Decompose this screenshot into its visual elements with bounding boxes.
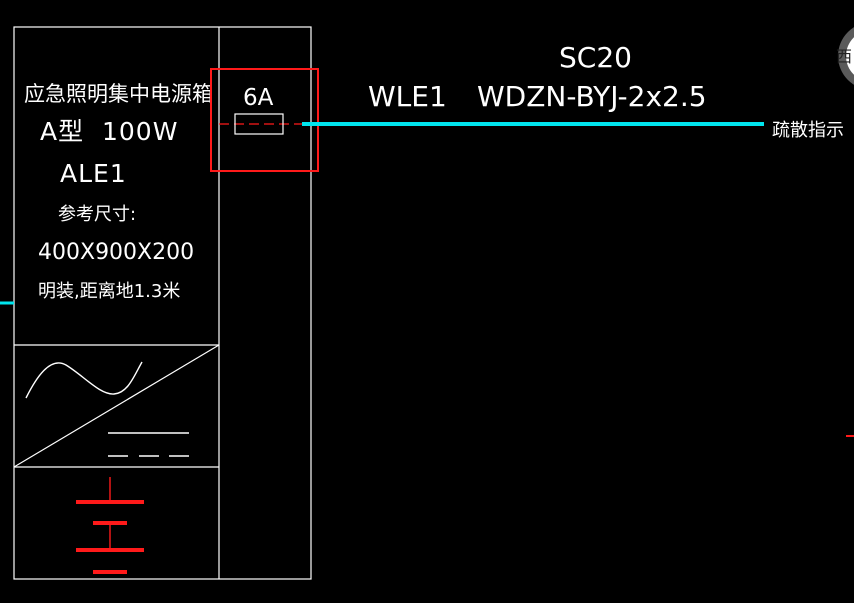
battery-icon xyxy=(76,477,144,574)
compass-label: 西 xyxy=(836,47,852,66)
fuse-body xyxy=(234,113,284,135)
breaker-rating: 6A xyxy=(243,85,274,111)
compass-inner xyxy=(846,37,854,75)
mounting-note: 明装,距离地1.3米 xyxy=(38,281,180,302)
circuit-id-label: WLE1 xyxy=(368,80,447,113)
panel-type: A型 100W xyxy=(40,117,178,146)
panel-name: 应急照明集中电源箱 xyxy=(24,82,213,106)
breaker-highlight-box xyxy=(210,68,319,172)
cable-spec-label: WDZN-BYJ-2x2.5 xyxy=(477,80,707,113)
ref-size-label: 参考尺寸: xyxy=(58,204,136,225)
panel-code: ALE1 xyxy=(60,159,127,188)
circuit-labels: SC20 WLE1 WDZN-BYJ-2x2.5 疏散指示 xyxy=(368,41,844,141)
panel-description: 应急照明集中电源箱 A型 100W ALE1 参考尺寸: 400X900X200… xyxy=(24,82,213,302)
inverter-diagonal xyxy=(13,344,220,468)
load-label: 疏散指示 xyxy=(772,120,844,141)
ac-dc-inverter-icon xyxy=(13,344,220,468)
ac-sine-wave xyxy=(25,361,143,399)
panel-dimensions: 400X900X200 xyxy=(38,240,194,265)
breaker-block[interactable]: 6A xyxy=(210,68,319,172)
compass-badge[interactable]: 西 xyxy=(836,22,854,90)
fuse-icon xyxy=(219,113,302,135)
conduit-label: SC20 xyxy=(559,41,632,74)
